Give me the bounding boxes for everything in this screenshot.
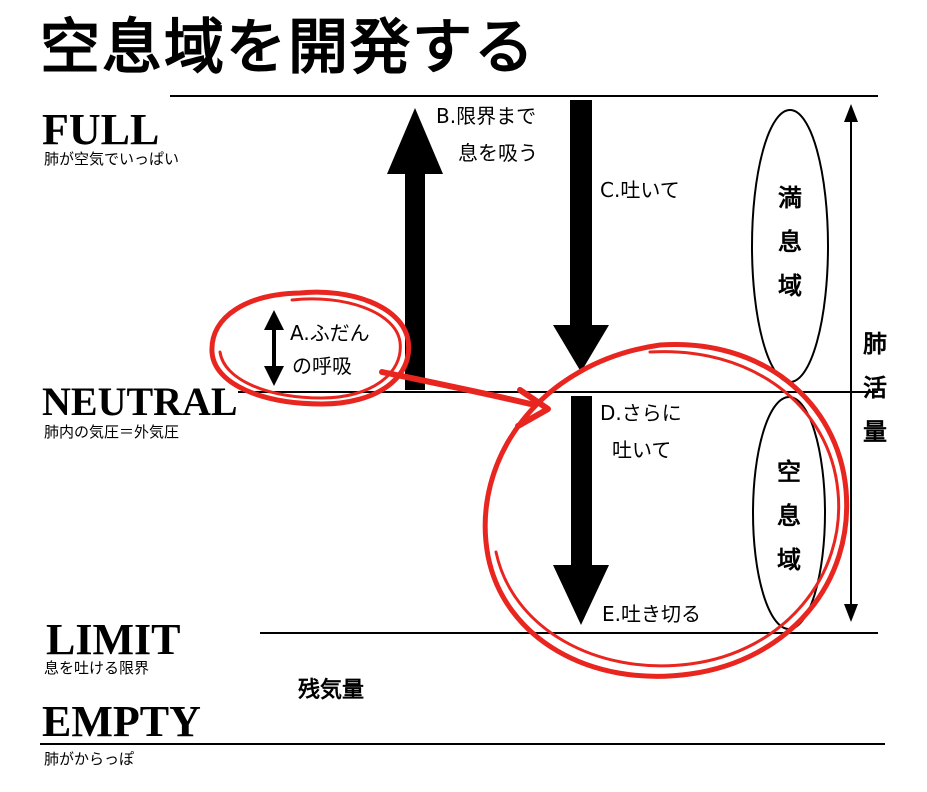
step-a-label-line1: A.ふだん bbox=[290, 321, 370, 345]
step-b-label-line2: 息を吸う bbox=[458, 141, 538, 165]
lung-capacity-double-arrow bbox=[844, 104, 858, 622]
lung-capacity-label: 肺活量 bbox=[863, 330, 887, 446]
normal-breathing-double-arrow bbox=[264, 310, 284, 386]
red-highlight-marks bbox=[209, 289, 850, 679]
neutral-description: 肺内の気圧＝外気圧 bbox=[44, 423, 180, 441]
step-e-label: E.吐き切る bbox=[602, 602, 701, 626]
exhale-down-arrow bbox=[553, 100, 609, 372]
step-a-label-line2: の呼吸 bbox=[292, 354, 352, 378]
neutral-label: NEUTRAL bbox=[42, 379, 238, 424]
manso-zone-label: 満息域 bbox=[778, 184, 802, 300]
full-description: 肺が空気でいっぱい bbox=[44, 150, 180, 168]
residual-volume-label: 残気量 bbox=[298, 678, 365, 703]
further-exhale-down-arrow bbox=[553, 396, 609, 625]
inhale-up-arrow bbox=[387, 108, 443, 390]
step-d-label-line1: D.さらに bbox=[600, 401, 682, 425]
step-c-label: C.吐いて bbox=[600, 178, 680, 202]
full-label: FULL bbox=[42, 105, 160, 154]
step-d-label-line2: 吐いて bbox=[612, 438, 672, 462]
empty-label: EMPTY bbox=[42, 697, 201, 746]
red-pointer-arrow bbox=[379, 369, 538, 408]
page-title: 空息域を開発する bbox=[40, 13, 536, 83]
empty-description: 肺がからっぽ bbox=[44, 750, 135, 768]
limit-description: 息を吐ける限界 bbox=[44, 659, 150, 677]
step-b-label-line1: B.限界まで bbox=[436, 104, 537, 128]
red-circle-small bbox=[209, 289, 412, 407]
limit-label: LIMIT bbox=[46, 615, 181, 664]
red-circle-large bbox=[482, 341, 850, 679]
kuso-zone-label: 空息域 bbox=[777, 458, 801, 574]
